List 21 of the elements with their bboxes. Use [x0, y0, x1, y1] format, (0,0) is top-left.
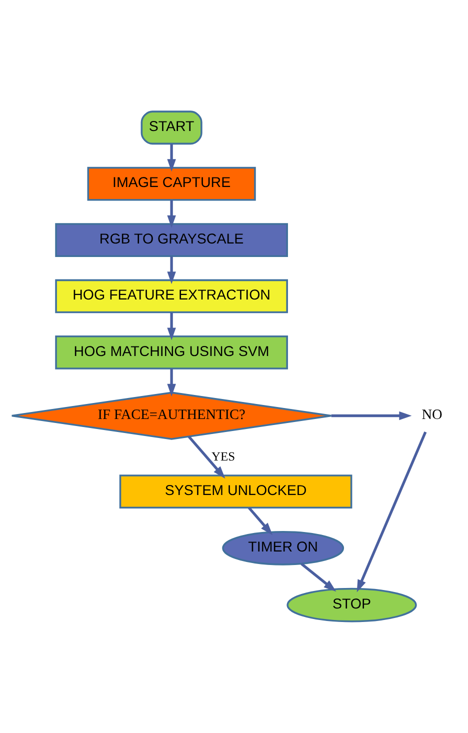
edge-label: YES [212, 450, 236, 464]
node-box: SYSTEM UNLOCKED [119, 474, 352, 509]
node-box: HOG FEATURE EXTRACTION [55, 279, 288, 314]
node-text: NO [422, 407, 442, 424]
arrow [356, 431, 427, 592]
node-ellipse: TIMER ON [222, 530, 344, 566]
arrow [167, 368, 176, 396]
arrow [167, 256, 176, 284]
arrow [167, 312, 176, 340]
arrow [188, 436, 226, 479]
node-box: RGB TO GRAYSCALE [55, 223, 288, 257]
arrow [300, 562, 336, 592]
node-box: HOG MATCHING USING SVM [55, 335, 288, 370]
arrow [331, 411, 412, 420]
node-diamond: IF FACE=AUTHENTIC? [10, 392, 332, 440]
node-box: IMAGE CAPTURE [87, 166, 256, 201]
arrow [248, 506, 273, 536]
arrow [167, 144, 176, 172]
arrow [167, 200, 176, 228]
node-ellipse: STOP [286, 588, 417, 622]
node-box: START [140, 110, 202, 145]
